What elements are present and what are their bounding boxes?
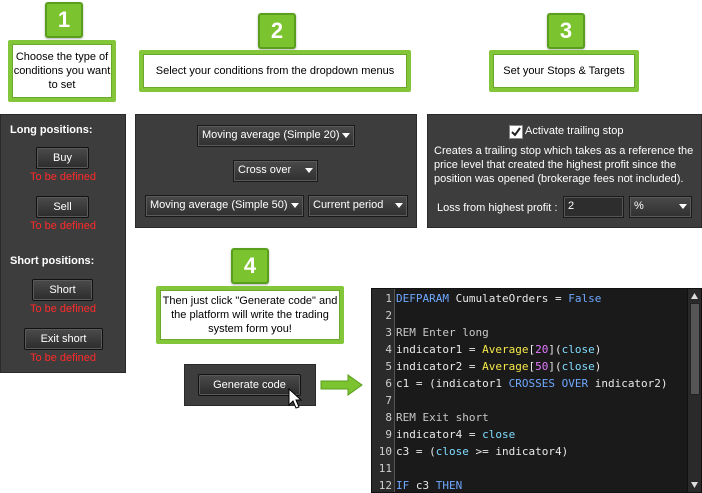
step-4-badge: 4 (231, 248, 269, 284)
sell-status: To be defined (29, 220, 97, 232)
scroll-up-icon[interactable] (690, 292, 699, 300)
line-number: 11 (378, 462, 392, 475)
short-button[interactable]: Short (32, 279, 93, 301)
buy-status: To be defined (29, 171, 97, 183)
loss-label: Loss from highest profit : (437, 202, 558, 214)
generate-code-button[interactable]: Generate code (198, 374, 301, 396)
code-line: c1 = (indicator1 CROSSES OVER indicator2… (396, 377, 668, 390)
code-line: REM Enter long (396, 326, 489, 339)
line-number: 3 (385, 326, 392, 339)
arrow-right-icon (320, 374, 363, 396)
step-3-badge: 3 (547, 13, 585, 49)
vertical-scrollbar[interactable] (687, 289, 701, 492)
conditions-panel: Moving average (Simple 20) Cross over Mo… (135, 114, 417, 228)
line-number: 1 (385, 292, 392, 305)
code-line: c3 = (close >= indicator4) (396, 445, 569, 458)
step-1-callout: Choose the type of conditions you want t… (8, 40, 116, 102)
short-positions-title: Short positions: (10, 255, 95, 267)
line-number: 7 (385, 394, 392, 407)
step-3-text: Set your Stops & Targets (503, 65, 625, 77)
indicator1-dropdown[interactable]: Moving average (Simple 20) (197, 125, 355, 147)
line-number-gutter: 1 2 3 4 5 6 7 8 9 10 11 12 (372, 289, 395, 492)
chevron-down-icon (342, 133, 350, 138)
step-2-callout: Select your conditions from the dropdown… (139, 50, 411, 92)
code-line: indicator2 = Average[50](close) (396, 360, 602, 373)
unit-dropdown[interactable]: % (629, 196, 692, 218)
unit-value: % (634, 200, 644, 212)
line-number: 12 (378, 479, 392, 492)
trailing-stop-label: Activate trailing stop (525, 125, 624, 137)
mouse-cursor-icon (288, 388, 303, 409)
step-2-text: Select your conditions from the dropdown… (155, 65, 395, 77)
operator-dropdown[interactable]: Cross over (233, 160, 318, 182)
indicator1-value: Moving average (Simple 20) (202, 129, 340, 141)
line-number: 5 (385, 360, 392, 373)
chevron-down-icon (679, 204, 687, 209)
step-1-badge: 1 (45, 2, 83, 38)
generate-panel: Generate code (184, 364, 316, 406)
period-value: Current period (313, 199, 384, 211)
line-number: 2 (385, 309, 392, 322)
trailing-stop-checkbox[interactable] (509, 125, 523, 139)
step-3-callout: Set your Stops & Targets (489, 50, 639, 92)
exit-short-status: To be defined (29, 352, 97, 364)
long-positions-title: Long positions: (10, 124, 93, 136)
line-number: 6 (385, 377, 392, 390)
line-number: 9 (385, 428, 392, 441)
short-status: To be defined (29, 303, 97, 315)
stops-panel: Activate trailing stop Creates a trailin… (427, 114, 702, 228)
step-4-callout: Then just click "Generate code" and the … (156, 286, 344, 344)
chevron-down-icon (395, 203, 403, 208)
buy-button[interactable]: Buy (36, 147, 89, 169)
line-number: 4 (385, 343, 392, 356)
trailing-stop-description: Creates a trailing stop which takes as a… (434, 145, 694, 185)
code-line: IF c3 THEN (396, 479, 463, 492)
loss-input[interactable]: 2 (563, 196, 624, 218)
loss-input-value: 2 (568, 200, 575, 212)
line-number: 10 (378, 445, 392, 458)
line-number: 8 (385, 411, 392, 424)
code-line: REM Exit short (396, 411, 489, 424)
code-line: indicator1 = Average[20](close) (396, 343, 602, 356)
scrollbar-thumb[interactable] (690, 303, 700, 395)
indicator2-value: Moving average (Simple 50) (150, 199, 288, 211)
chevron-down-icon (305, 168, 313, 173)
chevron-down-icon (291, 203, 299, 208)
checkmark-icon (511, 127, 521, 137)
period-dropdown[interactable]: Current period (308, 195, 408, 217)
exit-short-button[interactable]: Exit short (24, 328, 103, 350)
code-line: DEFPARAM CumulateOrders = False (396, 292, 602, 305)
operator-value: Cross over (238, 164, 292, 176)
step-1-text: Choose the type of conditions you want t… (13, 51, 111, 91)
scroll-down-icon[interactable] (690, 481, 699, 489)
code-line: indicator4 = close (396, 428, 516, 441)
indicator2-dropdown[interactable]: Moving average (Simple 50) (145, 195, 304, 217)
positions-panel: Long positions: Buy To be defined Sell T… (0, 114, 126, 373)
code-editor[interactable]: 1 2 3 4 5 6 7 8 9 10 11 12 DEFPARAM Cumu… (371, 288, 702, 493)
step-4-text: Then just click "Generate code" and the … (162, 295, 338, 335)
sell-button[interactable]: Sell (36, 196, 89, 218)
step-2-badge: 2 (258, 13, 296, 49)
